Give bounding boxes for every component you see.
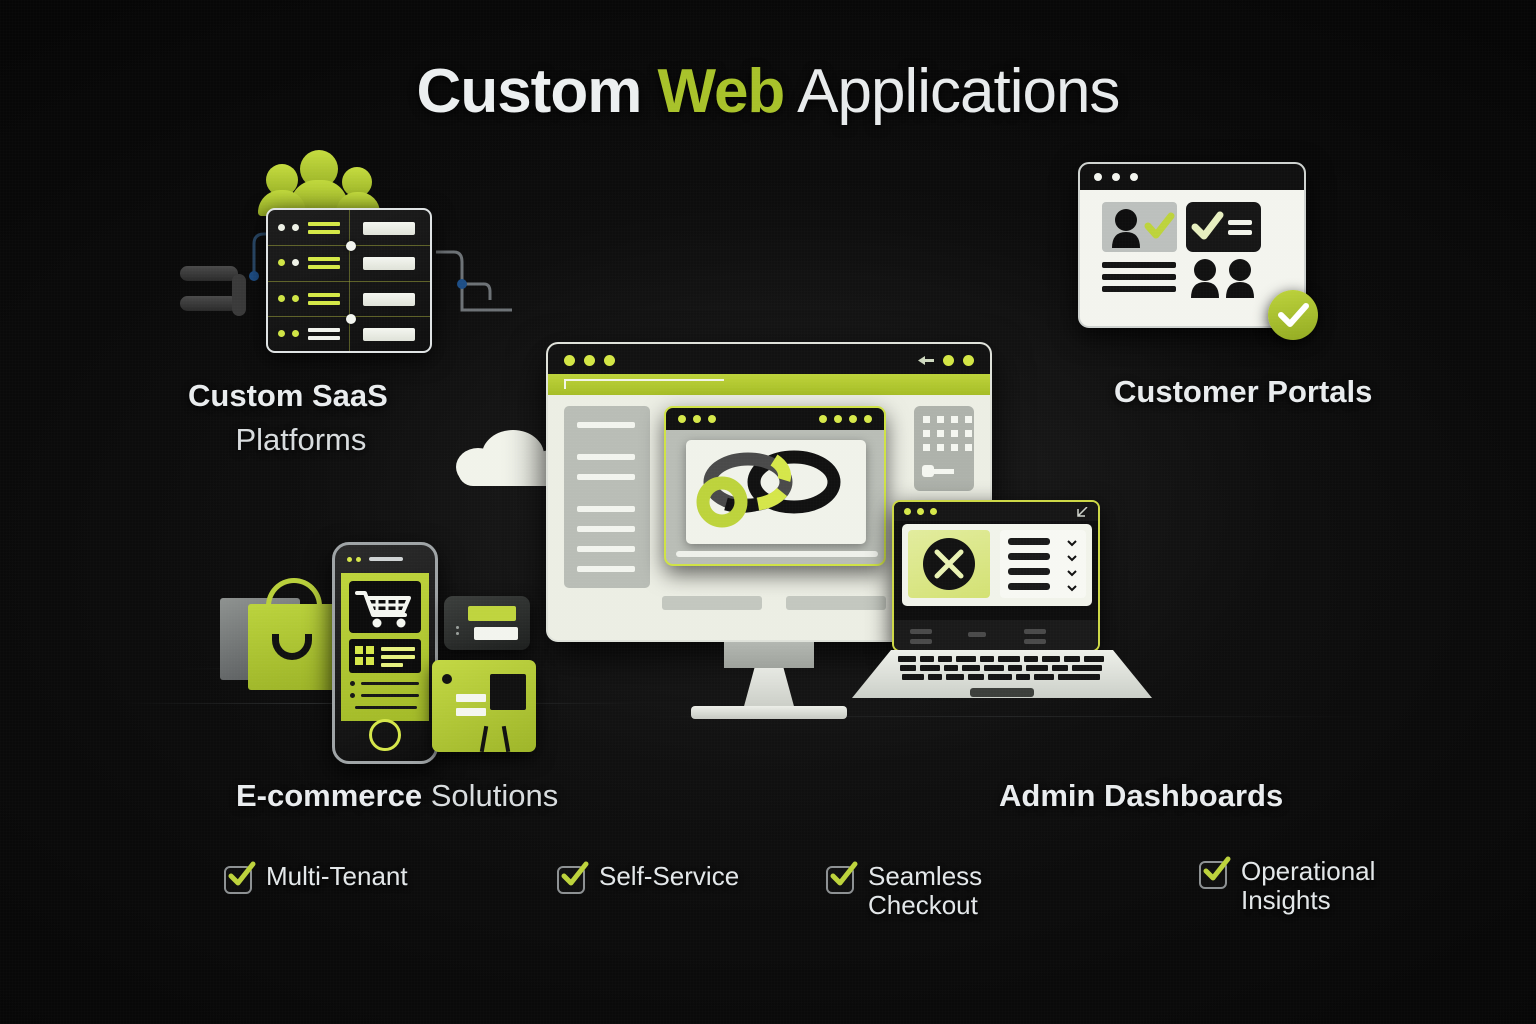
checkmark-icon — [561, 861, 589, 886]
browser-window-icon — [1078, 162, 1306, 328]
key-icon — [922, 465, 954, 477]
user-avatar-card — [1102, 202, 1177, 252]
laptop-keyboard[interactable] — [898, 656, 1106, 684]
chevron-down-icon[interactable] — [1066, 536, 1078, 598]
label-ecom-bold: E-commerce — [236, 778, 423, 813]
title-part-custom: Custom — [416, 57, 658, 126]
checkbox[interactable] — [224, 861, 256, 894]
label-saas-bold: Custom SaaS — [188, 378, 388, 413]
dashboard-footer — [894, 620, 1098, 650]
sidebar-panel — [564, 406, 650, 588]
inner-app-window — [664, 406, 886, 566]
chain-link-canvas — [686, 440, 866, 544]
feature-item-self-service[interactable]: Self-Service — [557, 861, 740, 894]
cable-plug-icon — [180, 296, 238, 311]
bag-handle — [266, 578, 322, 612]
feature-label: Seamless Checkout — [868, 861, 983, 921]
laptop-trackpad[interactable] — [970, 688, 1034, 697]
phone-home-button[interactable] — [369, 719, 401, 751]
ground-line — [640, 716, 1380, 717]
cable-plug-icon — [180, 266, 238, 281]
label-ecom-light: Solutions — [430, 778, 559, 813]
cable-body — [232, 274, 246, 316]
laptop-screen — [892, 500, 1100, 652]
ecommerce-illustration — [210, 530, 560, 765]
desktop-monitor-illustration — [546, 342, 992, 719]
user-icon — [1112, 209, 1175, 248]
admin-dashboard-laptop — [852, 500, 1152, 710]
monitor-base — [691, 706, 847, 719]
check-circle-icon — [1268, 290, 1318, 340]
custom-saas-illustration — [180, 150, 512, 355]
label-customer-portals: Customer Portals — [1114, 374, 1372, 410]
dashboard-list — [1000, 530, 1086, 598]
phone-screen — [341, 573, 429, 721]
chain-link-icon — [696, 450, 841, 528]
feature-item-multi-tenant[interactable]: Multi-Tenant — [224, 861, 408, 894]
browser-titlebar — [548, 344, 990, 374]
url-bar[interactable] — [548, 374, 990, 395]
payment-terminal-icon — [444, 596, 530, 650]
back-arrow-icon — [918, 356, 934, 365]
content-block — [786, 596, 886, 610]
feature-item-operational-insights[interactable]: Operational Insights — [1199, 856, 1431, 916]
title-part-applications: Applications — [784, 57, 1120, 126]
verified-task-card — [1186, 202, 1261, 252]
monitor-screen — [546, 342, 992, 642]
shopping-cart-icon — [349, 581, 421, 633]
customer-portal-illustration — [1078, 162, 1318, 340]
title-part-web: Web — [657, 57, 786, 126]
checkmark-icon — [1191, 211, 1252, 240]
inner-titlebar — [666, 408, 884, 430]
app-grid-panel — [914, 406, 974, 491]
laptop-titlebar — [894, 502, 1098, 521]
label-ecommerce: E-commerce Solutions — [236, 778, 558, 814]
phone-speaker — [369, 557, 403, 561]
phone-content-tiles — [349, 639, 421, 673]
checkbox[interactable] — [826, 861, 858, 894]
feature-label: Operational Insights — [1241, 856, 1376, 916]
checkmark-icon — [1203, 856, 1231, 881]
feature-item-seamless-checkout[interactable]: Seamless Checkout — [826, 861, 1058, 921]
label-portals-bold: Customer Portals — [1114, 374, 1373, 409]
pie-chart-icon — [908, 530, 990, 598]
smartphone-icon — [332, 542, 438, 764]
label-custom-saas: Custom SaaS Platforms — [188, 374, 388, 462]
content-block — [662, 596, 762, 610]
card-reader-icon — [432, 660, 536, 753]
resize-icon — [1077, 507, 1088, 517]
checkmark-icon — [228, 861, 256, 886]
checkbox[interactable] — [557, 861, 589, 894]
checkmark-icon — [830, 861, 858, 886]
label-admin-dashboards: Admin Dashboards — [999, 778, 1283, 814]
page-title: Custom Web Applications — [0, 56, 1536, 127]
feature-label: Multi-Tenant — [266, 861, 408, 891]
checkbox[interactable] — [1199, 856, 1231, 889]
label-admin-bold: Admin Dashboards — [999, 778, 1284, 813]
dashboard-panel — [902, 524, 1092, 606]
connector-wire — [249, 232, 272, 281]
people-pair-icon — [1191, 259, 1254, 298]
label-saas-light: Platforms — [235, 422, 367, 458]
feature-label: Self-Service — [599, 861, 740, 891]
bag-smile-mark — [272, 634, 312, 660]
monitor-stand — [743, 668, 795, 710]
window-titlebar — [1080, 164, 1304, 190]
server-rack-icon — [266, 208, 432, 353]
connector-wire-right — [436, 250, 512, 312]
monitor-neck — [724, 642, 814, 668]
